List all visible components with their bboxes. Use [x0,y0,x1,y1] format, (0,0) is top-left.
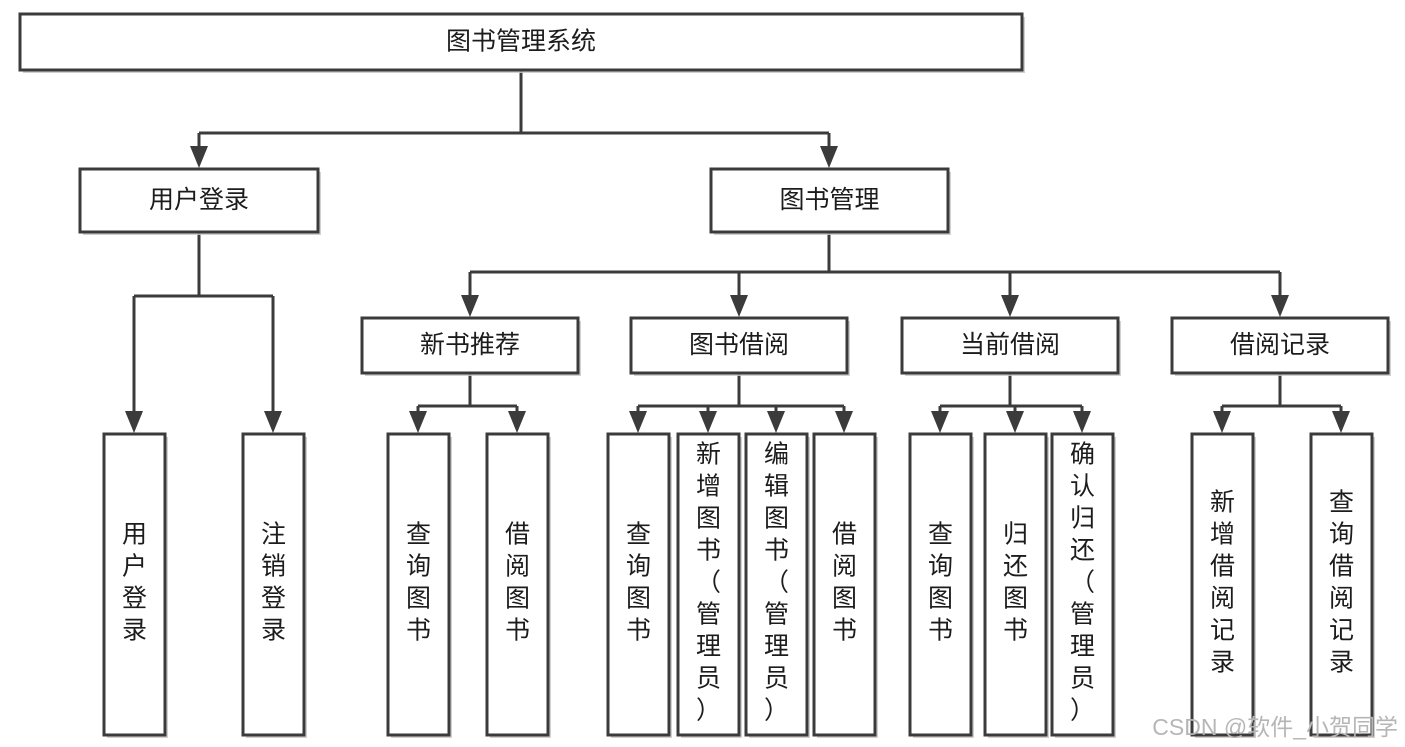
node-borrow-record[interactable]: 借阅记录 [1170,316,1391,376]
node-book-borrow-label: 图书借阅 [689,331,789,359]
arrow-head-icon [730,295,748,317]
node-leaf-confirm-return-admin-label: 确认归还（管理员） [1070,441,1095,725]
node-current-borrow[interactable]: 当前借阅 [900,316,1121,376]
node-leaf-borrow-book[interactable]: 借阅图书 [812,432,878,738]
node-user-login-rect[interactable] [78,167,320,234]
node-leaf-query-borrow-record-rect[interactable] [1309,432,1374,737]
arrow-head-icon [461,295,479,317]
arrow-head-icon [767,411,785,433]
node-leaf-return-book-label: 归还图书 [1003,521,1028,645]
node-current-borrow-rect[interactable] [900,316,1120,375]
arrow-head-icon [190,146,208,168]
arrow-head-icon [629,411,647,433]
node-leaf-confirm-return-admin-rect[interactable] [1050,432,1115,737]
node-leaf-query-book-current-label: 查询图书 [928,521,953,645]
arrow-head-icon [409,411,427,433]
node-leaf-user-login[interactable]: 用户登录 [102,432,168,738]
node-leaf-add-book-admin[interactable]: 新增图书（管理员） [676,432,742,738]
arrow-head-icon [1271,295,1289,317]
node-leaf-query-book-borrow-label: 查询图书 [626,521,651,645]
node-leaf-logout-login[interactable]: 注销登录 [241,432,307,738]
node-new-book-recommend-label: 新书推荐 [420,331,520,359]
node-book-management-label: 图书管理 [779,186,879,214]
node-leaf-borrow-book-recommend-rect[interactable] [485,432,550,737]
node-leaf-query-borrow-record-label: 查询借阅记录 [1329,489,1354,677]
node-leaf-query-borrow-record[interactable]: 查询借阅记录 [1309,432,1375,738]
node-root-label: 图书管理系统 [446,28,596,56]
node-leaf-borrow-book-recommend[interactable]: 借阅图书 [485,432,551,738]
node-root[interactable]: 图书管理系统 [18,12,1025,73]
node-leaf-user-login-label: 用户登录 [122,521,147,645]
arrow-head-icon [699,411,717,433]
arrow-head-icon [820,146,838,168]
arrow-head-icon [835,411,853,433]
node-leaf-borrow-book-label: 借阅图书 [832,521,857,645]
node-leaf-borrow-book-recommend-label: 借阅图书 [505,521,530,645]
arrow-head-icon [264,411,282,433]
arrow-head-icon [1332,411,1350,433]
node-leaf-add-book-admin-rect[interactable] [676,432,741,737]
arrow-head-icon [1001,295,1019,317]
node-leaf-logout-login-label: 注销登录 [261,521,286,645]
node-leaf-query-book-current[interactable]: 查询图书 [908,432,974,738]
node-root-rect[interactable] [18,12,1024,72]
csdn-watermark: CSDN @软件_小贺同学 [1152,714,1398,740]
node-leaf-add-borrow-record[interactable]: 新增借阅记录 [1190,432,1256,738]
arrow-head-icon [125,411,143,433]
node-new-book-recommend[interactable]: 新书推荐 [360,316,581,376]
node-leaf-query-book-recommend-label: 查询图书 [406,521,431,645]
arrow-head-icon [1006,411,1024,433]
arrow-head-icon [1073,411,1091,433]
node-leaf-return-book[interactable]: 归还图书 [983,432,1049,738]
node-leaf-query-book-recommend-rect[interactable] [386,432,451,737]
node-leaf-query-book-recommend[interactable]: 查询图书 [386,432,452,738]
node-borrow-record-rect[interactable] [1170,316,1390,375]
arrow-head-icon [1213,411,1231,433]
node-layer: 图书管理系统用户登录图书管理新书推荐图书借阅当前借阅借阅记录用户登录注销登录查询… [18,12,1391,738]
node-current-borrow-label: 当前借阅 [960,331,1060,359]
node-leaf-edit-book-admin-rect[interactable] [744,432,809,737]
node-user-login[interactable]: 用户登录 [78,167,321,235]
node-leaf-add-book-admin-label: 新增图书（管理员） [696,441,721,725]
node-borrow-record-label: 借阅记录 [1230,331,1330,359]
node-leaf-confirm-return-admin[interactable]: 确认归还（管理员） [1050,432,1116,738]
arrow-head-icon [931,411,949,433]
node-leaf-logout-login-rect[interactable] [241,432,306,737]
node-leaf-return-book-rect[interactable] [983,432,1048,737]
node-book-management[interactable]: 图书管理 [709,167,951,235]
node-user-login-label: 用户登录 [149,186,249,214]
node-leaf-edit-book-admin-label: 编辑图书（管理员） [764,441,789,725]
node-new-book-recommend-rect[interactable] [360,316,580,375]
node-leaf-add-borrow-record-rect[interactable] [1190,432,1255,737]
connector-layer [125,70,1350,433]
node-book-borrow-rect[interactable] [629,316,849,375]
node-leaf-query-book-current-rect[interactable] [908,432,973,737]
arrow-head-icon [508,411,526,433]
node-book-management-rect[interactable] [709,167,950,234]
node-book-borrow[interactable]: 图书借阅 [629,316,850,376]
node-leaf-query-book-borrow-rect[interactable] [606,432,671,737]
node-leaf-add-borrow-record-label: 新增借阅记录 [1210,489,1235,677]
node-leaf-edit-book-admin[interactable]: 编辑图书（管理员） [744,432,810,738]
node-leaf-borrow-book-rect[interactable] [812,432,877,737]
node-leaf-query-book-borrow[interactable]: 查询图书 [606,432,672,738]
node-leaf-user-login-rect[interactable] [102,432,167,737]
